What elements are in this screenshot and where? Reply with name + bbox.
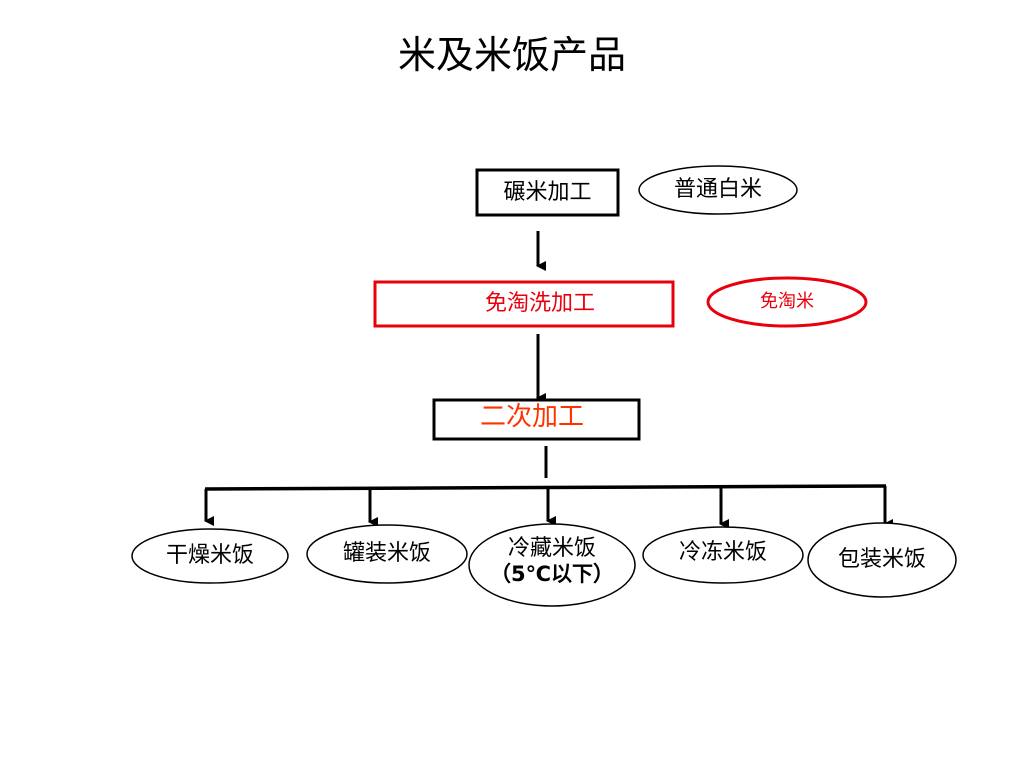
chilled-rice-label: 冷藏米饭 （5℃以下） (469, 532, 635, 590)
no-wash-process-box (373, 280, 675, 328)
page-title: 米及米饭产品 (397, 33, 626, 77)
secondary-process-label: 二次加工 (480, 401, 585, 432)
dried-rice-label: 干燥米饭 (165, 543, 254, 569)
frozen-rice-label: 冷冻米饭 (678, 540, 767, 566)
no-wash-process-label: 免淘洗加工 (485, 291, 596, 317)
chilled-rice-ellipse (468, 523, 636, 607)
branch-bar (204, 484, 887, 491)
canned-rice-label: 罐装米饭 (342, 541, 431, 567)
packaged-rice-ellipse (807, 522, 957, 598)
plain-rice-label: 普通白米 (673, 177, 762, 203)
no-wash-rice-ellipse (706, 276, 868, 328)
plain-rice-ellipse (638, 165, 798, 215)
milling-box (475, 168, 620, 217)
dried-rice-ellipse (131, 528, 289, 584)
canned-rice-ellipse (306, 524, 468, 584)
secondary-process-box (432, 398, 641, 441)
milling-label: 碾米加工 (503, 179, 592, 205)
chilled-rice-label-line1: 冷藏米饭 (507, 536, 596, 562)
no-wash-rice-label: 免淘米 (760, 290, 814, 312)
chilled-rice-label-line2: （5℃以下） (489, 561, 615, 586)
packaged-rice-label: 包装米饭 (837, 547, 926, 573)
frozen-rice-ellipse (642, 526, 804, 584)
